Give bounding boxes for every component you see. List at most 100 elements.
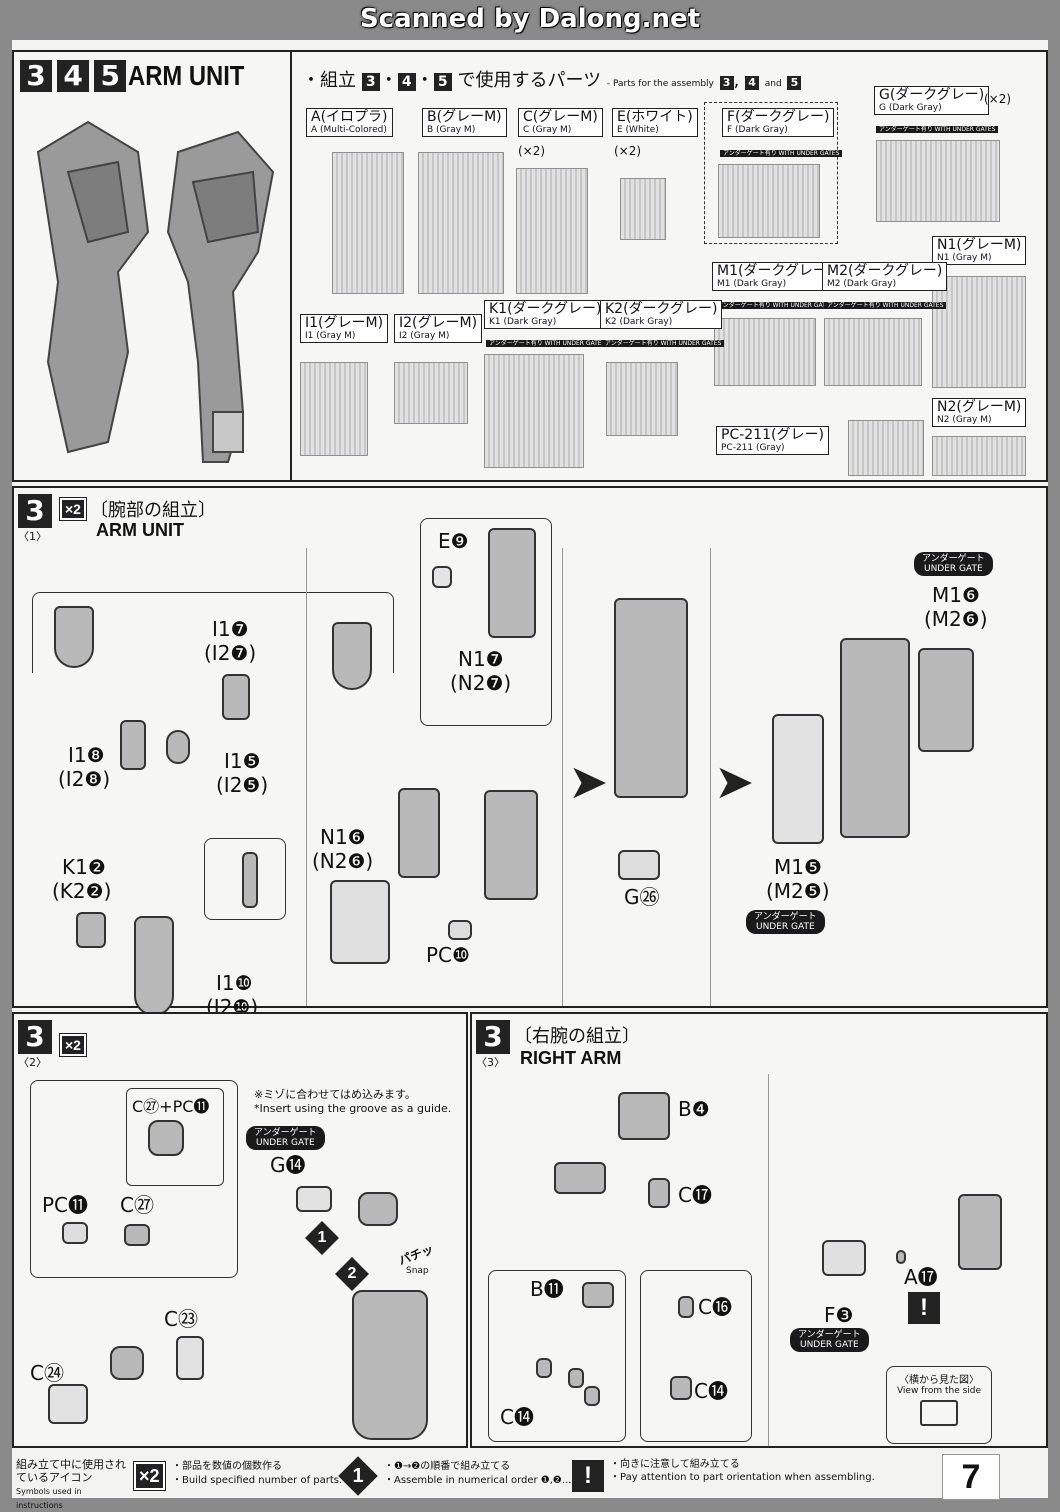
runner-tag-m2: アンダーゲート有り WITH UNDER GATES <box>824 302 947 309</box>
part-i1-10-in-callout <box>242 852 258 908</box>
part-c27-pc11 <box>148 1120 184 1156</box>
runner-label-pc211: PC-211(グレー)PC-211 (Gray) <box>716 426 829 455</box>
side-view-title-jp: 〈横から見た図〉 <box>899 1375 979 1386</box>
runner-count-c: (×2) <box>518 144 546 158</box>
callout-box-i1 <box>204 838 286 920</box>
label-i2-5: (I2❺) <box>216 773 269 797</box>
runner-label-k1: K1(ダークグレー)K1 (Dark Gray) <box>484 300 607 329</box>
step-number: 3 <box>18 1020 52 1054</box>
part-c16 <box>678 1296 694 1318</box>
order-2-text: 2 <box>347 1265 357 1282</box>
label-c14-b: C⓮ <box>694 1379 728 1403</box>
label-c14-a: C⓮ <box>500 1405 534 1429</box>
snap-text-jp: パチッ <box>396 1242 436 1268</box>
part-arm-frame-white <box>330 880 390 964</box>
runner-label-a: A(イロプラ)A (Multi-Colored) <box>306 108 393 137</box>
label-n1-6: N1❻ <box>320 825 366 849</box>
step-3-2-section: 3 〈2〉 ×2 C㉗+PC⓫ PC⓫ C㉗ C㉓ C㉔ ※ミゾに合わせてはめ込… <box>12 1012 468 1448</box>
part-i1-7 <box>222 674 250 720</box>
arm-unit-preview-image <box>36 120 275 463</box>
part-n1-7-assembled <box>484 790 538 900</box>
label-m1-5: M1❺ <box>774 855 822 879</box>
callout-box-b11 <box>488 1270 626 1442</box>
order-1-text: 1 <box>317 1229 327 1246</box>
step-3-3-title-jp: 〔右腕の組立〕 <box>514 1026 640 1047</box>
label-i1-8: I1❽ <box>68 743 105 767</box>
part-c14-c <box>584 1386 600 1406</box>
part-b4-hand <box>618 1092 670 1140</box>
legend-warning-icon: ! <box>572 1460 604 1492</box>
part-c14-d <box>670 1376 692 1400</box>
label-k1-2: K1❷ <box>62 855 106 879</box>
step-3-3-section: 3 〈3〉 〔右腕の組立〕 RIGHT ARM B❹ C⓱ B⓫ C⓮ C⓰ C… <box>470 1012 1048 1448</box>
page-number: 7 <box>942 1454 1000 1500</box>
part-pc10 <box>448 920 472 940</box>
side-view-shape <box>920 1400 958 1426</box>
runner-label-g: G(ダークグレー)G (Dark Gray) <box>874 86 990 115</box>
label-n2-6: (N2❻) <box>312 849 374 873</box>
part-c17 <box>648 1178 670 1208</box>
callout-box-c27-inner <box>126 1088 224 1186</box>
step-number: 3 <box>476 1020 510 1054</box>
label-c23: C㉓ <box>164 1307 198 1331</box>
step-3-3-title-en: RIGHT ARM <box>520 1048 622 1068</box>
runner-n1 <box>932 276 1026 388</box>
part-fingers <box>554 1162 606 1194</box>
runner-label-c: C(グレーM)C (Gray M) <box>518 108 603 137</box>
part-i1-8 <box>120 720 146 770</box>
runner-count-g: (×2) <box>984 92 1012 106</box>
runner-f-dashed-box <box>704 102 838 244</box>
part-e9 <box>432 566 452 588</box>
warning-icon-glyph: ! <box>920 1294 928 1321</box>
callout-box-e9 <box>420 518 552 726</box>
step-3-1-title-en: ARM UNIT <box>96 520 184 540</box>
divider-vertical <box>290 52 292 480</box>
instruction-page: 3 4 5 ARM UNIT ・組立 3・4・5 で使用するパーツ - Part… <box>12 40 1048 1510</box>
legend-order-text: ・❶→❷の順番で組み立てる・Assemble in numerical orde… <box>384 1461 572 1486</box>
label-b11: B⓫ <box>530 1277 564 1301</box>
step-numbers: 3 4 5 <box>20 60 127 92</box>
divider-vertical <box>710 548 711 1006</box>
runner-tag-k2: アンダーゲート有り WITH UNDER GATES <box>602 340 725 347</box>
runner-count-e: (×2) <box>614 144 642 158</box>
header-section: 3 4 5 ARM UNIT ・組立 3・4・5 で使用するパーツ - Part… <box>12 50 1048 482</box>
part-upper-arm-right <box>958 1194 1002 1270</box>
label-i2-8: (I2❽) <box>58 767 111 791</box>
step-number: 4 <box>57 60 90 92</box>
runner-c <box>516 168 588 294</box>
part-n1-6 <box>398 788 440 878</box>
next-arrow-icon: ➤ <box>714 754 755 810</box>
callout-box-c27 <box>30 1080 238 1278</box>
part-b11 <box>582 1282 614 1308</box>
label-m1-6: M1❻ <box>932 583 980 607</box>
step-3-3-header: 3 〈3〉 <box>476 1020 510 1070</box>
step-3-2-header: 3 〈2〉 <box>18 1020 52 1070</box>
callout-box-inner-frame <box>32 592 394 673</box>
step-3-1-title-jp: 〔腕部の組立〕 <box>90 500 216 521</box>
step-sub-number: 〈1〉 <box>18 530 47 543</box>
callout-box-c16 <box>640 1270 752 1442</box>
part-c14-a <box>536 1358 552 1378</box>
snap-text-en: Snap <box>406 1266 429 1276</box>
label-k2-2: (K2❷) <box>52 879 112 903</box>
label-m2-6: (M2❻) <box>924 607 988 631</box>
part-c-joint <box>110 1346 144 1380</box>
part-i1-5 <box>166 730 190 764</box>
part-arm-lower <box>134 916 174 1016</box>
runner-label-f: F(ダークグレー)F (Dark Gray) <box>722 108 835 137</box>
runner-m2 <box>824 318 922 386</box>
divider-vertical <box>562 548 563 1006</box>
step-sub-number: 〈2〉 <box>18 1056 47 1069</box>
part-a17 <box>896 1250 906 1264</box>
runner-label-m1: M1(ダークグレー)M1 (Dark Gray) <box>712 262 838 291</box>
runner-e <box>620 178 666 240</box>
label-i2-7: (I2❼) <box>204 641 257 665</box>
step-3-1-section: 3 〈1〉 ×2 〔腕部の組立〕 ARM UNIT I1❼ (I2❼) I1❽ … <box>12 486 1048 1018</box>
part-arm-assembled <box>614 598 688 798</box>
next-arrow-icon: ➤ <box>568 754 609 810</box>
part-i1-7-top <box>332 622 372 690</box>
